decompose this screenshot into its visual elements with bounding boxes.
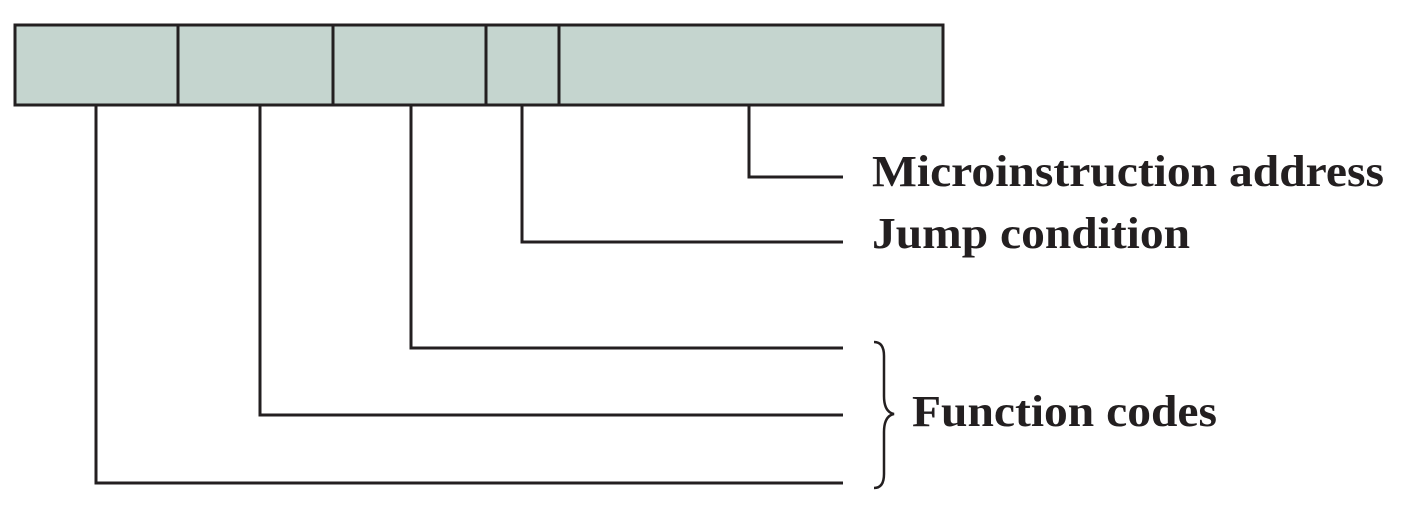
leader-microinstruction-address	[747, 105, 843, 179]
field-function-code-1	[13, 23, 180, 107]
label-microinstruction-address: Microinstruction address	[872, 147, 1384, 196]
leader-function-code-3	[409, 105, 843, 350]
label-jump-condition: Jump condition	[872, 209, 1190, 258]
leader-function-code-2	[258, 105, 843, 417]
field-function-code-3	[331, 23, 488, 107]
leader-lines	[94, 105, 843, 485]
leader-jump-condition	[520, 105, 843, 244]
field-function-code-2	[176, 23, 335, 107]
leader-function-code-1	[94, 105, 843, 485]
label-function-codes: Function codes	[912, 387, 1217, 436]
field-microinstruction-address	[557, 23, 945, 107]
field-jump-condition	[484, 23, 561, 107]
function-codes-brace	[873, 340, 895, 490]
microinstruction-word	[13, 23, 945, 107]
